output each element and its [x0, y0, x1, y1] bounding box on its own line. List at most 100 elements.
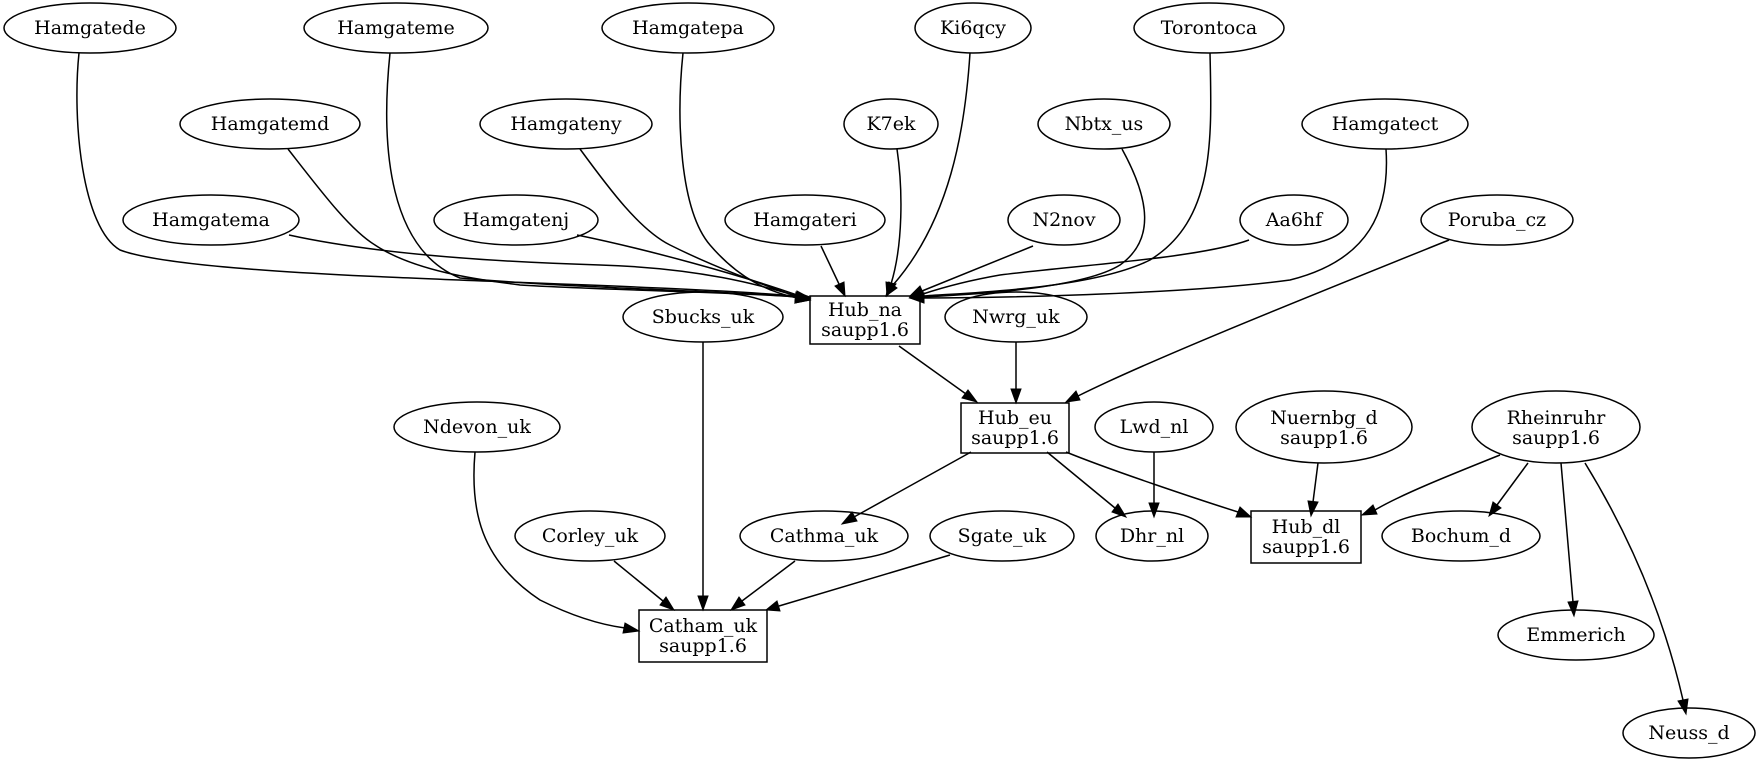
- node-label: Hamgatenj: [463, 209, 569, 231]
- node-hamgatect[interactable]: Hamgatect: [1301, 98, 1469, 150]
- edge-hamgatepa-hub-na: [679, 52, 798, 299]
- box-shape: [809, 295, 921, 345]
- node-hub-na[interactable]: Hub_na saupp1.6: [809, 295, 921, 345]
- node-corley-uk[interactable]: Corley_uk: [514, 510, 666, 562]
- node-hub-dl[interactable]: Hub_dl saupp1.6: [1250, 510, 1362, 564]
- node-nuernbg-d[interactable]: Nuernbg_d saupp1.6: [1235, 390, 1413, 464]
- edge-hamgatema-hub-na: [288, 234, 798, 297]
- node-label: Cathma_uk: [770, 525, 879, 547]
- edge-cathma-uk-catham-uk: [741, 560, 796, 602]
- node-hamgateny[interactable]: Hamgateny: [479, 98, 653, 150]
- nodes: Hamgatede Hamgateme Hamgatepa Ki6qcy Tor…: [3, 2, 1756, 759]
- node-label: Torontoca: [1161, 17, 1257, 39]
- node-ndevon-uk[interactable]: Ndevon_uk: [393, 401, 561, 453]
- edge-hamgateme-hub-na: [386, 52, 797, 298]
- node-rheinruhr[interactable]: Rheinruhr saupp1.6: [1471, 390, 1641, 464]
- node-label: Corley_uk: [542, 525, 639, 547]
- arrowhead: [1010, 388, 1022, 405]
- edge-ndevon-uk-catham-uk: [473, 451, 626, 629]
- node-hub-eu[interactable]: Hub_eu saupp1.6: [960, 402, 1070, 454]
- edge-rheinruhr-neuss-d: [1584, 462, 1684, 701]
- ellipse-shape: [1133, 2, 1285, 54]
- ellipse-shape: [914, 2, 1032, 54]
- arrowhead: [1148, 502, 1160, 519]
- edge-torontoca-hub-na: [923, 52, 1212, 297]
- arrowhead: [840, 511, 858, 525]
- edge-hamgatede-hub-na: [76, 52, 797, 297]
- ellipse-shape: [1381, 510, 1541, 562]
- ellipse-shape: [1301, 98, 1469, 150]
- node-label: Emmerich: [1526, 624, 1625, 646]
- node-emmerich[interactable]: Emmerich: [1497, 609, 1655, 661]
- arrowhead: [729, 596, 746, 611]
- node-cathma-uk[interactable]: Cathma_uk: [739, 510, 909, 562]
- node-poruba-cz[interactable]: Poruba_cz: [1420, 194, 1574, 246]
- edge-hub-eu-cathma-uk: [853, 451, 972, 518]
- node-sbucks-uk[interactable]: Sbucks_uk: [622, 291, 784, 343]
- edge-nuernbg-d-hub-dl: [1312, 462, 1319, 503]
- node-hamgatemd[interactable]: Hamgatemd: [179, 98, 361, 150]
- edge-n2nov-hub-na: [921, 245, 1034, 292]
- ellipse-shape: [122, 194, 300, 246]
- node-nbtx-us[interactable]: Nbtx_us: [1037, 98, 1171, 150]
- node-dhr-nl[interactable]: Dhr_nl: [1095, 510, 1209, 562]
- ellipse-shape: [1471, 390, 1641, 464]
- arrowhead: [961, 389, 979, 403]
- node-hamgatenj[interactable]: Hamgatenj: [433, 194, 599, 246]
- arrowhead: [1111, 503, 1128, 518]
- node-label-line1: Hub_dl: [1272, 516, 1341, 538]
- arrowhead: [697, 595, 709, 612]
- edge-nbtx-us-hub-na: [923, 148, 1146, 298]
- node-nwrg-uk[interactable]: Nwrg_uk: [944, 291, 1088, 343]
- ellipse-shape: [1239, 194, 1349, 246]
- arrowhead: [1235, 506, 1253, 518]
- edge-rheinruhr-bochum-d: [1496, 462, 1529, 506]
- ellipse-shape: [479, 98, 653, 150]
- node-hamgatede[interactable]: Hamgatede: [3, 2, 177, 54]
- edge-k7ek-hub-na: [890, 148, 902, 285]
- node-label-line1: Catham_uk: [649, 615, 758, 637]
- node-hamgatepa[interactable]: Hamgatepa: [601, 2, 775, 54]
- node-hamgateme[interactable]: Hamgateme: [303, 2, 489, 54]
- node-label: Nwrg_uk: [972, 306, 1060, 328]
- node-k7ek[interactable]: K7ek: [843, 98, 939, 150]
- node-torontoca[interactable]: Torontoca: [1133, 2, 1285, 54]
- arrowhead: [1307, 500, 1319, 518]
- node-label-line2: saupp1.6: [1262, 536, 1350, 558]
- node-neuss-d[interactable]: Neuss_d: [1622, 707, 1756, 759]
- node-n2nov[interactable]: N2nov: [1007, 194, 1121, 246]
- arrowhead: [885, 281, 897, 298]
- node-label-line1: Nuernbg_d: [1270, 407, 1377, 429]
- ellipse-shape: [1235, 390, 1413, 464]
- node-sgate-uk[interactable]: Sgate_uk: [929, 510, 1075, 562]
- ellipse-shape: [179, 98, 361, 150]
- node-label: Hamgatema: [152, 209, 270, 231]
- ellipse-shape: [1622, 707, 1756, 759]
- node-ki6qcy[interactable]: Ki6qcy: [914, 2, 1032, 54]
- arrowhead: [1677, 698, 1689, 716]
- node-label-line1: Rheinruhr: [1507, 407, 1607, 429]
- edge-ki6qcy-hub-na: [892, 52, 971, 286]
- ellipse-shape: [929, 510, 1075, 562]
- node-lwd-nl[interactable]: Lwd_nl: [1094, 401, 1214, 453]
- node-label: Hamgatepa: [632, 17, 744, 39]
- node-aa6hf[interactable]: Aa6hf: [1239, 194, 1349, 246]
- edge-hub-na-hub-eu: [898, 345, 967, 395]
- ellipse-shape: [303, 2, 489, 54]
- ellipse-shape: [1095, 510, 1209, 562]
- ellipse-shape: [622, 291, 784, 343]
- node-hamgatema[interactable]: Hamgatema: [122, 194, 300, 246]
- ellipse-shape: [3, 2, 177, 54]
- node-label: Hamgatede: [34, 17, 146, 39]
- edge-poruba-cz-hub-eu: [1077, 239, 1450, 397]
- node-label: Hamgatect: [1332, 113, 1439, 135]
- node-bochum-d[interactable]: Bochum_d: [1381, 510, 1541, 562]
- node-label-line2: saupp1.6: [1280, 427, 1368, 449]
- edge-rheinruhr-emmerich: [1560, 462, 1574, 603]
- node-label: Hamgateri: [753, 209, 856, 231]
- edge-hub-eu-dhr-nl: [1046, 451, 1116, 509]
- node-catham-uk[interactable]: Catham_uk saupp1.6: [638, 609, 768, 663]
- node-hamgateri[interactable]: Hamgateri: [724, 194, 886, 246]
- node-label-line2: saupp1.6: [659, 635, 747, 657]
